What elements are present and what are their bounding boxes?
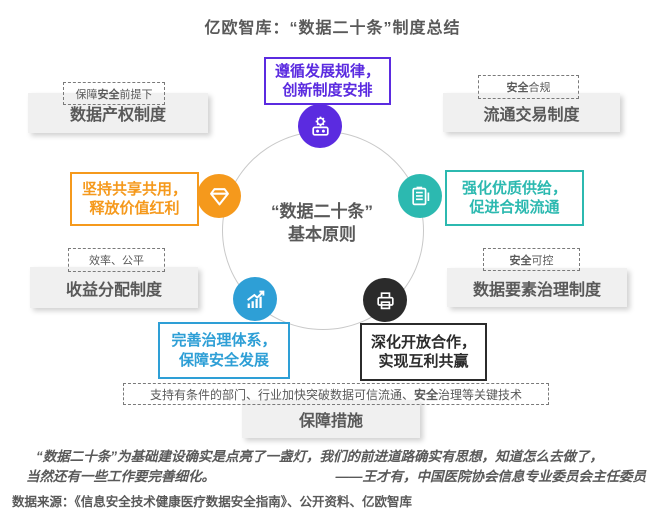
- principle-text: 促进合规流通: [469, 199, 560, 216]
- principle-box-governance: 完善治理体系， 保障安全发展: [158, 322, 290, 379]
- principle-text: 坚持共享共用，: [81, 180, 187, 198]
- note-text: 治理等关键技术: [438, 387, 523, 402]
- data-source-line: 数据来源：《信息安全技术健康医疗数据安全指南》、公开资料、亿欧智库: [12, 495, 413, 509]
- clipboard-icon: [407, 183, 434, 210]
- quote-line2: 当然还有一些工作要完善细化。: [26, 468, 215, 484]
- center-label: “数据二十条” 基本原则: [222, 201, 422, 247]
- note-circulation-trading: 安全合规: [478, 75, 579, 99]
- principle-text: 创新制度安排: [282, 82, 373, 99]
- institution-label: 流通交易制度: [483, 106, 580, 124]
- principle-text: 完善治理体系，: [171, 332, 277, 349]
- institution-label: 收益分配制度: [65, 281, 162, 299]
- note-text-bold: 安全: [506, 82, 529, 94]
- note-safeguards-banner: 支持有条件的部门、行业加快突破数据可信流通、安全治理等关键技术: [123, 383, 549, 405]
- principle-text: 强化优质供给，: [461, 179, 567, 197]
- principle-box-innovation: 遵循发展规律， 创新制度安排: [264, 57, 391, 105]
- note-text: 前提下: [119, 88, 153, 101]
- note-data-property: 保障安全前提下: [63, 82, 165, 105]
- institution-box-element-governance: 数据要素治理制度: [447, 268, 627, 307]
- note-text-bold: 安全: [413, 387, 438, 402]
- principle-text: 实现互利共赢: [378, 353, 469, 370]
- note-text-bold: 安全: [97, 88, 120, 101]
- principle-box-cooperation: 深化开放合作， 实现互利共赢: [360, 323, 487, 381]
- note-text: 支持有条件的部门、行业加快突破数据可信流通、: [149, 387, 414, 402]
- note-text: 合规: [528, 82, 551, 94]
- principle-text: 释放价值红利: [89, 200, 180, 217]
- node-supply: [398, 174, 442, 218]
- principle-box-supply: 强化优质供给， 促进合规流通: [445, 170, 584, 226]
- note-text: 可控: [531, 254, 554, 267]
- institution-label: 保障措施: [298, 413, 363, 430]
- diamond-icon: [206, 183, 233, 210]
- principle-box-sharing: 坚持共享共用， 释放价值红利: [70, 172, 199, 226]
- page-title: 亿欧智库：“数据二十条”制度总结: [204, 20, 461, 37]
- growth-chart-icon: [242, 286, 269, 313]
- node-sharing: [197, 174, 241, 218]
- printer-icon: [372, 287, 399, 314]
- center-label-line2: 基本原则: [288, 224, 356, 244]
- note-text: 保障: [75, 88, 98, 101]
- note-text: 效率、公平: [89, 255, 144, 267]
- note-income-distribution: 效率、公平: [68, 248, 165, 272]
- note-element-governance: 安全可控: [483, 248, 580, 271]
- node-governance: [233, 277, 277, 321]
- institution-label: 数据产权制度: [69, 107, 166, 124]
- principle-text: 深化开放合作，: [370, 333, 476, 351]
- institution-box-income-distribution: 收益分配制度: [30, 267, 198, 308]
- institution-box-data-property: 数据产权制度: [28, 93, 208, 133]
- institution-box-circulation-trading: 流通交易制度: [443, 93, 620, 132]
- institution-label: 数据要素治理制度: [472, 281, 601, 299]
- note-text-bold: 安全: [509, 254, 532, 267]
- principle-text: 遵循发展规律，: [274, 62, 380, 80]
- center-label-line1: “数据二十条”: [271, 202, 373, 221]
- institution-box-safeguards: 保障措施: [242, 400, 420, 438]
- principle-text: 保障安全发展: [178, 351, 269, 369]
- quote-block: “数据二十条”为基础建设确实是点亮了一盏灯，我们的前进道路确实有思想，知道怎么去…: [18, 447, 650, 486]
- node-cooperation: [363, 278, 407, 322]
- quote-attribution: ——王才有，中国医院协会信息专业委员会主任委员: [335, 468, 647, 484]
- quote-line1: “数据二十条”为基础建设确实是点亮了一盏灯，我们的前进道路确实有思想，知道怎么去…: [36, 449, 603, 464]
- machine-gear-icon: [307, 113, 334, 140]
- node-innovation: [298, 104, 342, 148]
